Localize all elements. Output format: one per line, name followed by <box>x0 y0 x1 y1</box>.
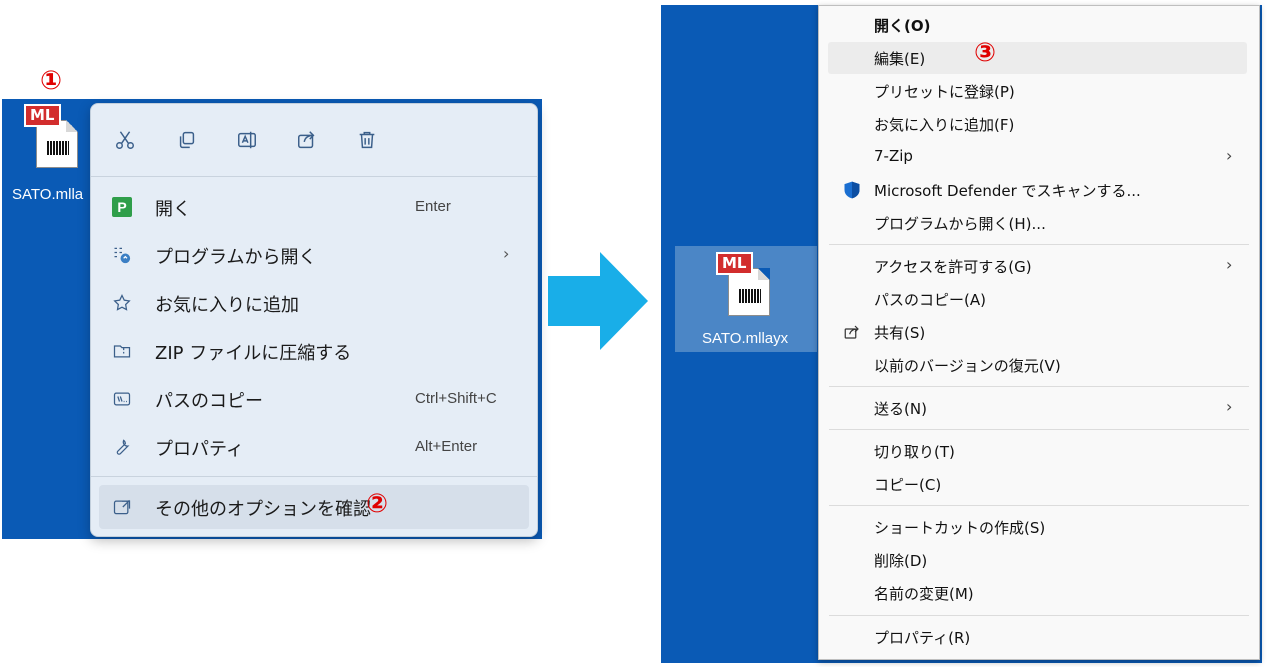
menu-divider <box>829 429 1249 430</box>
menu-item-properties[interactable]: プロパティ Alt+Enter <box>99 425 529 469</box>
menu-item-create-shortcut[interactable]: ショートカットの作成(S) <box>828 511 1247 543</box>
file-page-icon <box>728 268 770 316</box>
menu-item-label: ZIP ファイルに圧縮する <box>155 343 352 364</box>
step-badge-2: ② <box>366 489 389 519</box>
menu-item-label: プログラムから開く(H)... <box>874 215 1046 233</box>
menu-divider <box>829 386 1249 387</box>
menu-item-label: Microsoft Defender でスキャンする... <box>874 182 1141 200</box>
menu-item-shortcut: Enter <box>415 198 451 215</box>
p-app-icon: P <box>111 196 133 218</box>
context-toolbar <box>91 104 537 174</box>
left-file-label: SATO.mlla <box>12 186 84 203</box>
menu-item-label: 編集(E) <box>874 50 926 68</box>
menu-item-share[interactable]: 共有(S) <box>828 316 1247 348</box>
menu-item-delete[interactable]: 削除(D) <box>828 544 1247 576</box>
wrench-icon <box>111 436 133 458</box>
menu-item-label: パスのコピー(A) <box>874 291 986 309</box>
zip-icon <box>111 340 133 362</box>
menu-item-open[interactable]: 開く(O) <box>828 9 1247 41</box>
menu-item-cut[interactable]: 切り取り(T) <box>828 435 1247 467</box>
menu-item-rename[interactable]: 名前の変更(M) <box>828 577 1247 609</box>
menu-item-label: 開く(O) <box>874 17 931 35</box>
menu-item-shortcut: Ctrl+Shift+C <box>415 390 497 407</box>
menu-item-add-favorite[interactable]: お気に入りに追加(F) <box>828 108 1247 140</box>
menu-item-label: 送る(N) <box>874 400 927 418</box>
share-icon[interactable] <box>293 126 321 154</box>
defender-shield-icon <box>842 180 862 200</box>
menu-item-label: 開く <box>155 199 191 220</box>
menu-item-open-with[interactable]: プログラムから開く(H)... <box>828 207 1247 239</box>
menu-divider <box>91 476 537 477</box>
right-file-label: SATO.mllayx <box>702 330 789 347</box>
rename-icon[interactable] <box>233 126 261 154</box>
chevron-right-icon: › <box>1226 397 1233 416</box>
menu-item-add-favorite[interactable]: お気に入りに追加 <box>99 281 529 325</box>
copy-path-icon <box>111 388 133 410</box>
barcode-icon <box>739 289 761 303</box>
menu-item-properties[interactable]: プロパティ(R) <box>828 621 1247 653</box>
menu-item-register-preset[interactable]: プリセットに登録(P) <box>828 75 1247 107</box>
menu-item-label: お気に入りに追加(F) <box>874 116 1015 134</box>
file-badge: ML <box>716 252 753 275</box>
chevron-right-icon: › <box>1226 255 1233 274</box>
menu-item-label: プリセットに登録(P) <box>874 83 1015 101</box>
menu-item-label: 削除(D) <box>874 552 928 570</box>
right-file-icon[interactable]: ML <box>716 252 776 316</box>
menu-item-label: アクセスを許可する(G) <box>874 258 1032 276</box>
menu-item-defender-scan[interactable]: Microsoft Defender でスキャンする... <box>828 174 1247 206</box>
file-badge: ML <box>24 104 61 127</box>
menu-item-label: ショートカットの作成(S) <box>874 519 1046 537</box>
menu-item-open[interactable]: P 開く Enter <box>99 185 529 229</box>
menu-item-label: 切り取り(T) <box>874 443 955 461</box>
barcode-icon <box>47 141 69 155</box>
chevron-right-icon: › <box>1226 146 1233 165</box>
menu-item-shortcut: Alt+Enter <box>415 438 478 455</box>
menu-item-open-with[interactable]: プログラムから開く › <box>99 233 529 277</box>
open-with-icon <box>111 244 133 266</box>
menu-item-label: パスのコピー <box>155 391 263 412</box>
menu-item-label: プログラムから開く <box>155 247 317 268</box>
star-icon <box>111 292 133 314</box>
left-file-icon[interactable]: ML <box>24 104 84 168</box>
menu-item-label: 共有(S) <box>874 324 926 342</box>
menu-item-label: お気に入りに追加 <box>155 295 299 316</box>
menu-item-edit[interactable]: 編集(E) <box>828 42 1247 74</box>
chevron-right-icon: › <box>503 244 510 263</box>
more-options-icon <box>111 496 133 518</box>
menu-item-label: プロパティ <box>155 439 244 460</box>
menu-item-label: コピー(C) <box>874 476 942 494</box>
cut-icon[interactable] <box>111 126 139 154</box>
menu-item-show-more-options[interactable]: その他のオプションを確認 <box>99 485 529 529</box>
menu-item-copy-path[interactable]: パスのコピー(A) <box>828 283 1247 315</box>
menu-item-send-to[interactable]: 送る(N) › <box>828 392 1247 424</box>
menu-item-give-access[interactable]: アクセスを許可する(G) › <box>828 250 1247 282</box>
file-page-icon <box>36 120 78 168</box>
menu-item-label: 名前の変更(M) <box>874 585 974 603</box>
step-badge-3: ③ <box>974 38 997 68</box>
copy-icon[interactable] <box>173 126 201 154</box>
menu-divider <box>829 505 1249 506</box>
menu-item-copy-path[interactable]: パスのコピー Ctrl+Shift+C <box>99 377 529 421</box>
menu-divider <box>829 244 1249 245</box>
toolbar-divider <box>91 176 537 177</box>
menu-item-label: 以前のバージョンの復元(V) <box>874 357 1061 375</box>
menu-item-compress-zip[interactable]: ZIP ファイルに圧縮する <box>99 329 529 373</box>
step-badge-1: ① <box>40 66 63 96</box>
menu-item-7zip[interactable]: 7-Zip › <box>828 141 1247 173</box>
modern-context-menu: P 開く Enter プログラムから開く › お気に入りに追加 ZIP ファイル… <box>90 103 538 537</box>
menu-item-copy[interactable]: コピー(C) <box>828 468 1247 500</box>
menu-item-label: プロパティ(R) <box>874 629 971 647</box>
menu-item-label: 7-Zip <box>874 147 913 165</box>
classic-context-menu: 開く(O) 編集(E) プリセットに登録(P) お気に入りに追加(F) 7-Zi… <box>818 5 1260 660</box>
menu-item-label: その他のオプションを確認 <box>155 499 371 520</box>
arrow-right-icon <box>548 252 648 350</box>
share-icon <box>842 322 862 342</box>
delete-icon[interactable] <box>353 126 381 154</box>
menu-item-restore-previous[interactable]: 以前のバージョンの復元(V) <box>828 349 1247 381</box>
menu-divider <box>829 615 1249 616</box>
